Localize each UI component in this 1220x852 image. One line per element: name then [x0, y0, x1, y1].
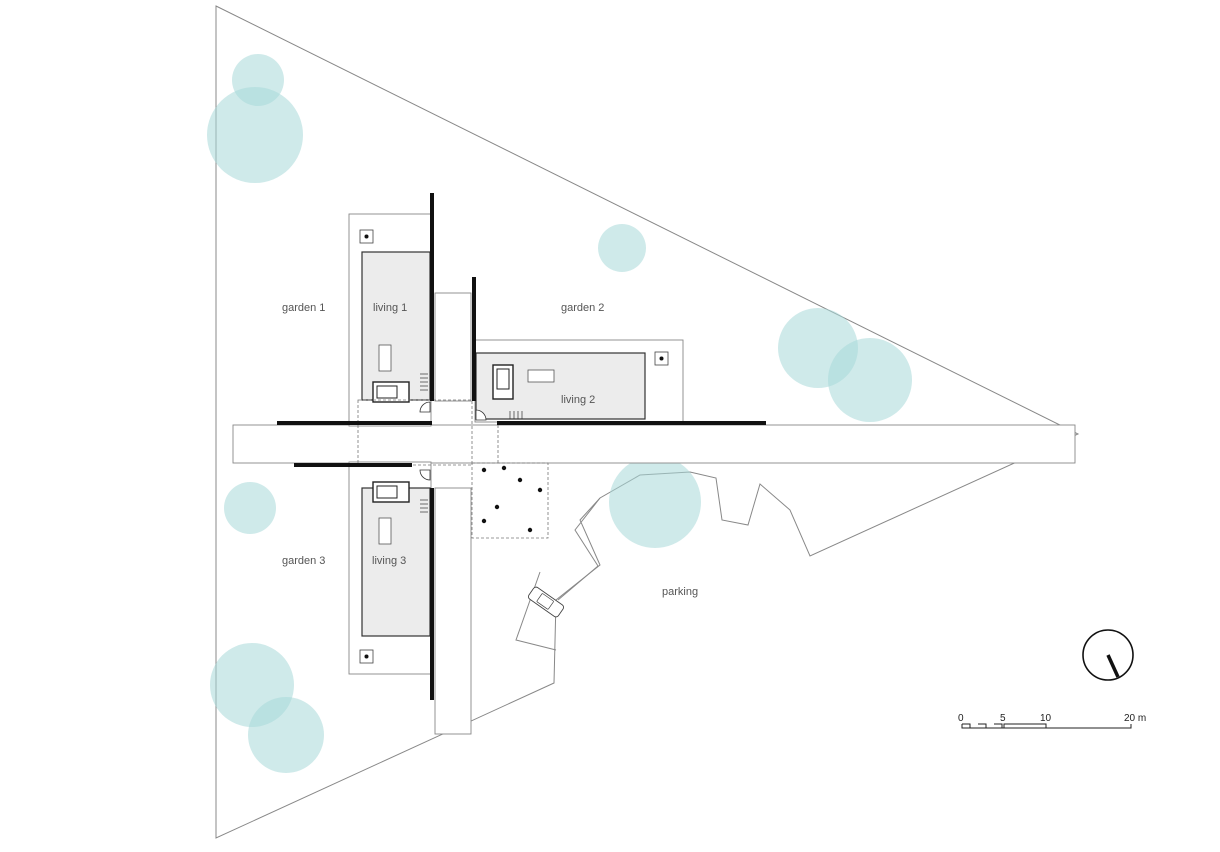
fixture-2	[654, 351, 669, 366]
parking-label: parking	[662, 586, 698, 598]
bed-living-2	[492, 364, 514, 400]
tree-canopy-icon	[598, 224, 646, 272]
trees	[207, 54, 912, 773]
garden-3-label: garden 3	[282, 555, 325, 567]
door-swing-3	[419, 469, 431, 481]
stair-2	[509, 411, 523, 419]
car-icon	[527, 586, 565, 618]
garden-1-label: garden 1	[282, 302, 325, 314]
scale-tick-20m: 20 m	[1124, 713, 1146, 724]
living-3-label: living 3	[372, 555, 406, 567]
table-living-2	[527, 369, 555, 383]
scale-tick-5: 5	[1000, 713, 1006, 724]
tree-canopy-icon	[224, 482, 276, 534]
table-living-3	[378, 517, 392, 545]
stair-1	[420, 373, 428, 391]
boardwalk-vertical-south	[434, 487, 472, 735]
garden-2-label: garden 2	[561, 302, 604, 314]
parking-drive-outline	[515, 497, 601, 651]
courtyard-dashed	[357, 399, 473, 466]
boardwalk-horizontal	[232, 424, 1076, 464]
north-arrow-icon	[1082, 629, 1134, 681]
scale-tick-10: 10	[1040, 713, 1052, 724]
fixture-1	[359, 229, 374, 244]
scale-bar: 0 5 10 20 m	[958, 713, 1146, 729]
tree-canopy-icon	[778, 308, 912, 422]
stair-3	[420, 499, 428, 513]
living-2-label: living 2	[561, 394, 595, 406]
bed-living-1	[372, 381, 410, 403]
scale-tick-0: 0	[958, 713, 964, 724]
living-1-label: living 1	[373, 302, 407, 314]
tree-canopy-icon	[210, 643, 324, 773]
door-swing-2	[475, 409, 487, 421]
fixture-3	[359, 649, 374, 664]
boardwalk-vertical-north	[434, 292, 472, 402]
entrance-court-dashed	[471, 462, 549, 539]
living-3-room	[361, 487, 431, 637]
site-boundary	[215, 5, 1080, 839]
living-1-room	[361, 251, 431, 401]
table-living-1	[378, 344, 392, 372]
tree-canopy-icon	[207, 54, 303, 183]
tree-canopy-icon	[609, 456, 701, 548]
door-swing-1	[419, 401, 431, 413]
bed-living-3	[372, 481, 410, 503]
entrance-columns	[481, 465, 543, 533]
